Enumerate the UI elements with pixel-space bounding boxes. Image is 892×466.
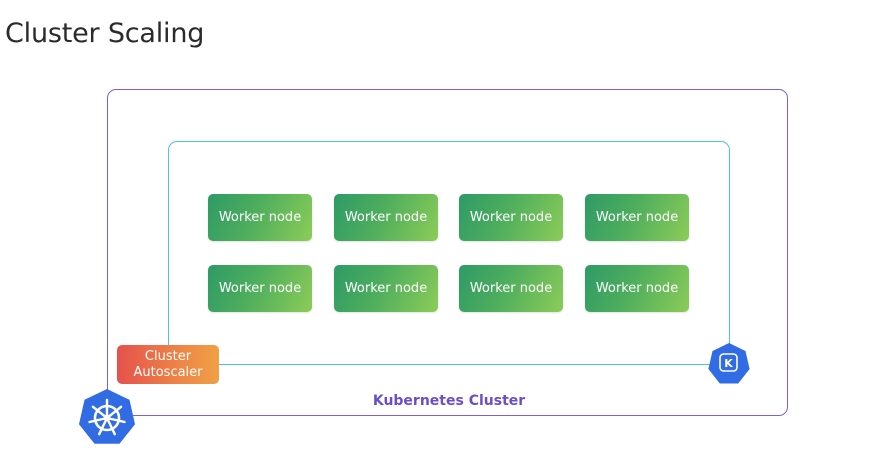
- node-pool-boundary: [168, 141, 730, 365]
- worker-node: Worker node: [585, 194, 689, 241]
- kubernetes-cluster-boundary: [107, 89, 788, 416]
- kubernetes-cluster-label: Kubernetes Cluster: [372, 393, 526, 409]
- worker-node: Worker node: [334, 194, 438, 241]
- worker-node: Worker node: [459, 194, 563, 241]
- worker-node: Worker node: [208, 265, 312, 312]
- kubernetes-k-badge-icon: K: [708, 343, 750, 384]
- kubernetes-helm-wheel-icon: [79, 389, 135, 444]
- worker-node: Worker node: [208, 194, 312, 241]
- svg-text:K: K: [724, 357, 733, 370]
- page-title: Cluster Scaling: [5, 18, 205, 49]
- cluster-autoscaler-label-line2: Autoscaler: [133, 364, 203, 380]
- worker-node: Worker node: [585, 265, 689, 312]
- worker-node: Worker node: [459, 265, 563, 312]
- worker-node-grid: Worker node Worker node Worker node Work…: [208, 194, 690, 313]
- cluster-autoscaler: Cluster Autoscaler: [117, 345, 219, 384]
- cluster-autoscaler-label-line1: Cluster: [144, 348, 192, 364]
- worker-node: Worker node: [334, 265, 438, 312]
